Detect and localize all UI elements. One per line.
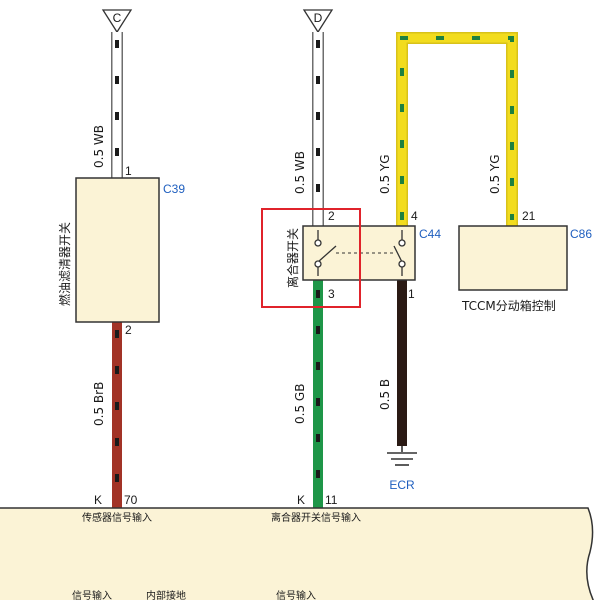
wire-yg-left-label: 0.5 YG	[378, 154, 392, 194]
ecm-row2-signal-input-2: 信号输入	[276, 589, 316, 600]
ecm-row2-internal-ground: 内部接地	[146, 589, 186, 600]
wire-yg-loop	[396, 32, 518, 226]
clutch-switch-pin-1: 1	[408, 287, 415, 301]
connector-d: D	[302, 9, 334, 34]
wire-yg-outline	[396, 32, 518, 226]
connector-c: C	[101, 9, 133, 34]
ground-label: ECR	[389, 478, 415, 492]
clutch-switch-symbol-right-icon	[393, 230, 406, 276]
fuel-filter-switch-box	[75, 177, 160, 323]
component-fuel-filter-switch: 燃油滤清器开关 C39 1 2	[57, 164, 185, 337]
highlight-box	[261, 208, 361, 308]
component-clutch-switch: 离合器开关 C44 2 4 3 1	[285, 209, 441, 301]
fuel-filter-switch-connector: C39	[163, 182, 185, 196]
wire-wb-mid-label: 0.5 WB	[293, 151, 307, 194]
wire-brb-label: 0.5 BrB	[92, 382, 106, 426]
tccm-connector: C86	[570, 227, 592, 241]
clutch-switch-name: 离合器开关	[285, 228, 300, 288]
ecm-pin-mid-k: K	[297, 493, 305, 507]
component-tccm: C86 21 TCCM分动箱控制	[458, 209, 592, 313]
wire-gb-label: 0.5 GB	[293, 384, 307, 424]
tccm-box	[458, 225, 568, 291]
wire-b-label: 0.5 B	[378, 379, 392, 410]
ecm-row2-signal-input-1: 信号输入	[72, 589, 112, 600]
clutch-switch-symbol-left-icon	[314, 230, 337, 276]
ecm-module: K 70 传感器信号输入 K 11 离合器开关信号输入 信号输入 内部接地 信号…	[0, 493, 594, 600]
clutch-switch-connector: C44	[419, 227, 441, 241]
wire-yg-right-label: 0.5 YG	[488, 154, 502, 194]
ground: ECR	[387, 446, 417, 492]
ecm-pin-left-num: 70	[124, 493, 138, 507]
tccm-pin-21: 21	[522, 209, 536, 223]
ecm-pin-left-desc: 传感器信号输入	[82, 511, 152, 524]
ecm-box	[0, 507, 594, 600]
connector-d-letter: D	[314, 11, 323, 25]
clutch-switch-pin-2: 2	[328, 209, 335, 223]
clutch-switch-pin-4: 4	[411, 209, 418, 223]
ground-icon	[387, 446, 417, 466]
ecm-pin-left-k: K	[94, 493, 102, 507]
wire-wb-left-label: 0.5 WB	[92, 125, 106, 168]
connector-c-triangle-icon	[101, 9, 133, 34]
clutch-switch-pin-3: 3	[328, 287, 335, 301]
fuel-filter-switch-pin-bottom: 2	[125, 323, 132, 337]
fuel-filter-switch-pin-top: 1	[125, 164, 132, 178]
fuel-filter-switch-name: 燃油滤清器开关	[57, 222, 72, 306]
connector-c-letter: C	[113, 11, 122, 25]
connector-d-triangle-icon	[302, 9, 334, 34]
wire-yg-fill	[397, 33, 517, 226]
ecm-pin-mid-num: 11	[325, 493, 338, 507]
tccm-name: TCCM分动箱控制	[461, 298, 556, 313]
ecm-pin-mid-desc: 离合器开关信号输入	[271, 511, 361, 524]
